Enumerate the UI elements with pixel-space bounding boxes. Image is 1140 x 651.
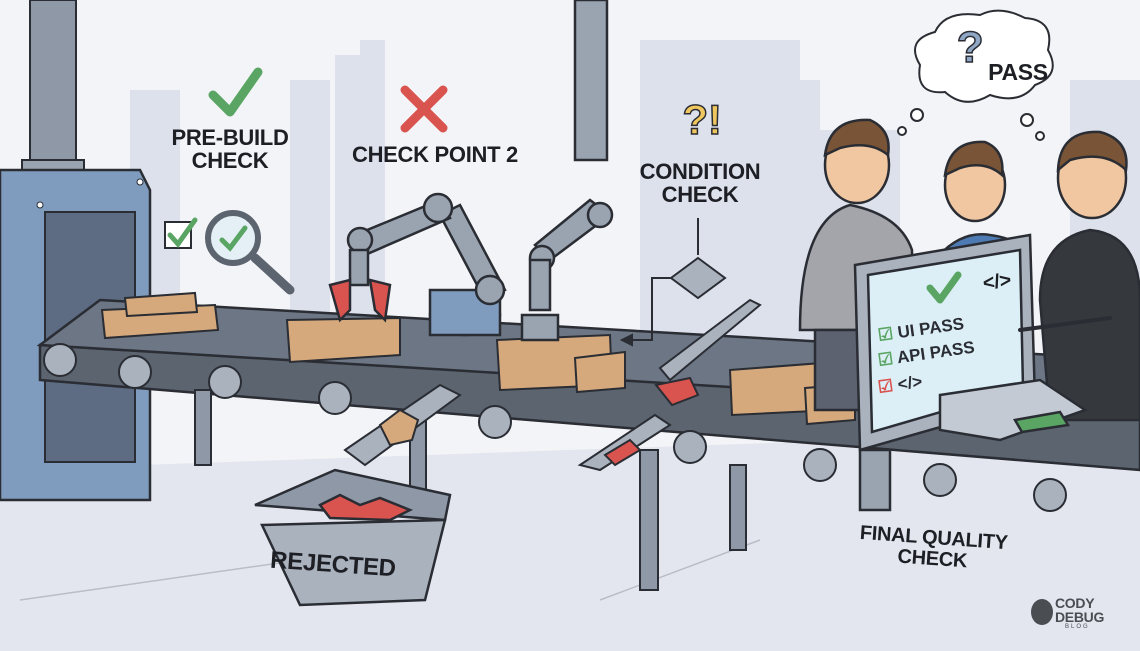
thought-bubble <box>897 9 1054 141</box>
rejected-piece <box>654 376 700 407</box>
rejected-piece <box>378 408 420 447</box>
person-black-tshirt <box>1038 130 1140 422</box>
check-icon: ☑ <box>876 375 895 397</box>
rejected-piece <box>603 438 642 467</box>
check-icon <box>167 217 198 249</box>
check-icon: ☑ <box>876 323 895 345</box>
watermark-line: DEBUG <box>1055 609 1105 625</box>
bug-logo-icon <box>1031 599 1053 625</box>
watermark-line: CODY <box>1055 595 1095 611</box>
monitor <box>853 233 1088 512</box>
question-mark-icon: ? <box>956 23 984 72</box>
pre-build-check-label: PRE-BUILD CHECK <box>165 126 295 172</box>
magnifier-icon <box>205 210 295 295</box>
decision-flow <box>619 218 762 382</box>
fail-x-icon <box>400 85 448 133</box>
monitor-check-icon <box>926 271 962 304</box>
checkpoint-2-label: CHECK POINT 2 <box>351 142 518 167</box>
rejected-bin <box>254 468 452 607</box>
condition-check-label: CONDITION CHECK <box>630 160 770 206</box>
monitor-item-label: </> <box>896 371 924 395</box>
label-line: CONDITION <box>639 159 761 184</box>
check-icon: ☑ <box>876 348 895 370</box>
condition-symbol-icon: ?! <box>682 96 723 143</box>
watermark-logo: CODY DEBUG BLOG <box>1055 596 1115 630</box>
label-line: PRE-BUILD <box>171 125 289 150</box>
pen-icon <box>1018 316 1112 332</box>
floor <box>0 430 1140 651</box>
label-line: CHECK <box>191 148 269 174</box>
thought-pass-text: PASS <box>988 59 1048 85</box>
robot-arm-probe <box>520 0 614 342</box>
robot-arm-gripper <box>328 192 507 337</box>
floor-line <box>19 559 301 601</box>
pass-check-icon <box>208 67 263 117</box>
watermark-line: BLOG <box>1065 624 1090 630</box>
label-line: CHECK <box>661 182 739 208</box>
